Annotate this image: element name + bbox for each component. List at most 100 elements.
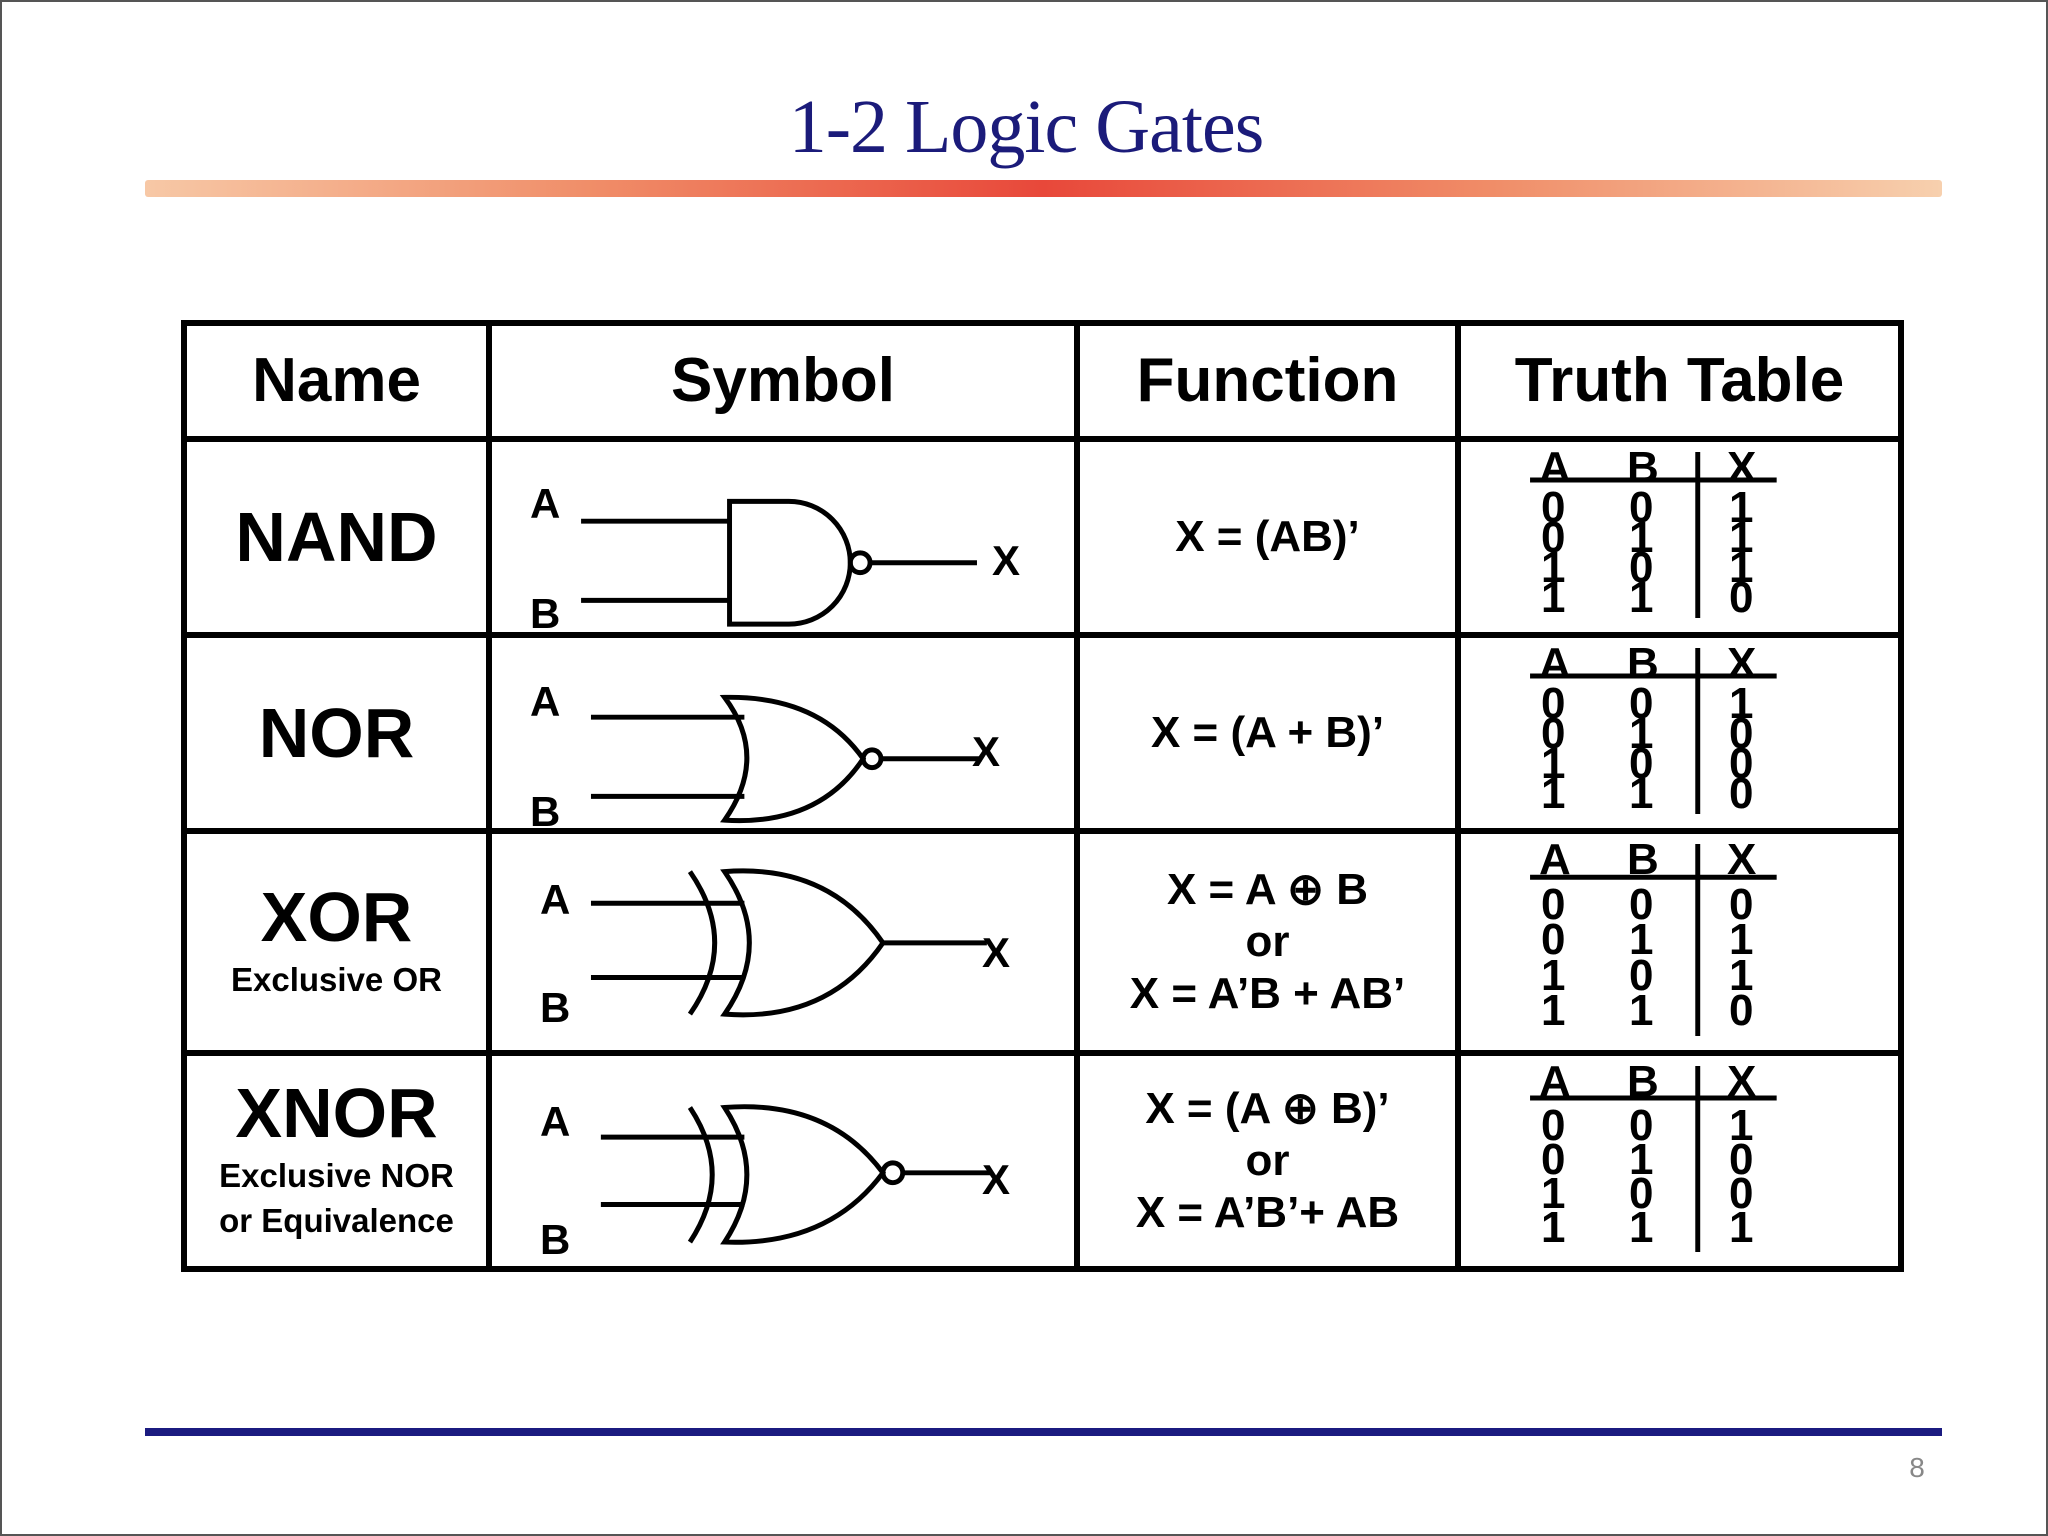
- truth-table-value: 0: [1541, 1135, 1566, 1184]
- gate-symbol-cell: A B X: [486, 632, 1080, 834]
- truth-table-value: 1: [1729, 513, 1754, 562]
- truth-table-value: 1: [1729, 483, 1754, 532]
- truth-table-value: 0: [1729, 709, 1754, 758]
- truth-table-value: 0: [1729, 985, 1754, 1035]
- truth-table-value: 1: [1541, 739, 1566, 788]
- gate-name: NOR: [258, 694, 415, 772]
- function-line: X = A’B’+ AB: [1135, 1187, 1400, 1237]
- gate-name: XNOR: [235, 1074, 438, 1153]
- xnor-gate-icon: [495, 1059, 1071, 1263]
- truth-table-value: 0: [1629, 880, 1654, 930]
- title-underline-bar: [145, 180, 1942, 197]
- truth-table-value: 1: [1729, 915, 1754, 965]
- truth-table-header: A: [1539, 443, 1571, 492]
- truth-table-value: 1: [1541, 543, 1566, 592]
- truth-table-value: 0: [1629, 483, 1654, 532]
- gate-name-cell: XOR Exclusive OR: [181, 828, 492, 1056]
- input-a-label: A: [540, 876, 571, 923]
- truth-table-value: 1: [1629, 1135, 1654, 1184]
- nand-gate-icon-drawing: [581, 498, 977, 627]
- truth-table-value: 1: [1729, 1203, 1754, 1252]
- truth-table-value: 0: [1729, 573, 1754, 622]
- truth-table-header: X: [1727, 835, 1757, 884]
- truth-table-value: 1: [1729, 1101, 1754, 1150]
- function-line: or: [1245, 917, 1290, 967]
- truth-table-value: 1: [1541, 1203, 1566, 1252]
- truth-table-header: A: [1539, 1057, 1571, 1106]
- truth-table-value: 1: [1629, 513, 1654, 562]
- xor-gate-icon: [495, 837, 1071, 1047]
- truth-table-header: B: [1627, 835, 1659, 884]
- truth-table-value: 0: [1541, 513, 1566, 562]
- gate-function: X = (A + B)’: [1083, 707, 1452, 759]
- input-b-label: B: [530, 590, 561, 635]
- truth-table-value: 0: [1541, 483, 1566, 532]
- page-number: 8: [1909, 1452, 1925, 1483]
- gate-function-cell: X = (A + B)’: [1074, 632, 1461, 834]
- input-b-label: B: [530, 788, 561, 831]
- gate-name: XOR: [260, 877, 413, 956]
- truth-table-lines: [1530, 452, 1777, 618]
- header-truth-table: Truth Table: [1455, 320, 1904, 442]
- truth-table-value: 1: [1629, 985, 1654, 1035]
- truth-table-header: B: [1627, 1057, 1659, 1106]
- truth-table-value: 1: [1629, 573, 1654, 622]
- input-a-label: A: [530, 678, 561, 725]
- nor-gate-icon: [495, 641, 1071, 825]
- input-a-label: A: [530, 480, 561, 527]
- truth-table-lines: [1530, 648, 1777, 814]
- footer-bar: [145, 1428, 1942, 1436]
- truth-table-header: A: [1539, 639, 1571, 688]
- gate-symbol-cell: A B X: [486, 828, 1080, 1056]
- gate-subtitle: Exclusive OR: [231, 960, 442, 998]
- input-b-label: B: [540, 1216, 571, 1263]
- input-b-label: B: [540, 984, 571, 1031]
- nand-gate-icon: [495, 445, 1071, 629]
- truth-table-value: 0: [1729, 739, 1754, 788]
- truth-table-value: 0: [1729, 880, 1754, 930]
- header-function: Function: [1074, 320, 1461, 442]
- truth-table-header: X: [1727, 639, 1757, 688]
- truth-table-value: 0: [1541, 709, 1566, 758]
- truth-table-value: 1: [1541, 985, 1566, 1035]
- output-x-label: X: [982, 929, 1011, 976]
- output-x-label: X: [982, 1156, 1011, 1203]
- function-line: X = A’B + AB’: [1129, 968, 1406, 1018]
- truth-table-value: 0: [1541, 1101, 1566, 1150]
- gate-symbol-cell: A B X: [486, 1050, 1080, 1272]
- xnor-gate-icon-drawing: [600, 1104, 992, 1245]
- function-line: or: [1245, 1136, 1290, 1186]
- slide-title: 1-2 Logic Gates: [788, 85, 1265, 169]
- truth-table-value: 1: [1729, 950, 1754, 1000]
- truth-table-value: 0: [1729, 769, 1754, 818]
- input-a-label: A: [540, 1098, 571, 1145]
- header-symbol: Symbol: [486, 320, 1080, 442]
- function-line: X = (A + B)’: [1150, 708, 1385, 758]
- output-x-label: X: [972, 728, 1001, 775]
- truth-table-value: 0: [1541, 679, 1566, 728]
- truth-table-value: 1: [1729, 679, 1754, 728]
- truth-table-value: 0: [1729, 1169, 1754, 1218]
- truth-table-value: 0: [1629, 1101, 1654, 1150]
- truth-table-value: 0: [1729, 1135, 1754, 1184]
- gate-name-cell: NOR: [181, 632, 492, 834]
- truth-table-value: 1: [1541, 950, 1566, 1000]
- nor-gate-icon-drawing: [590, 694, 982, 824]
- truth-table-value: 1: [1541, 573, 1566, 622]
- truth-table-value: 1: [1629, 769, 1654, 818]
- truth-table-value: 0: [1541, 915, 1566, 965]
